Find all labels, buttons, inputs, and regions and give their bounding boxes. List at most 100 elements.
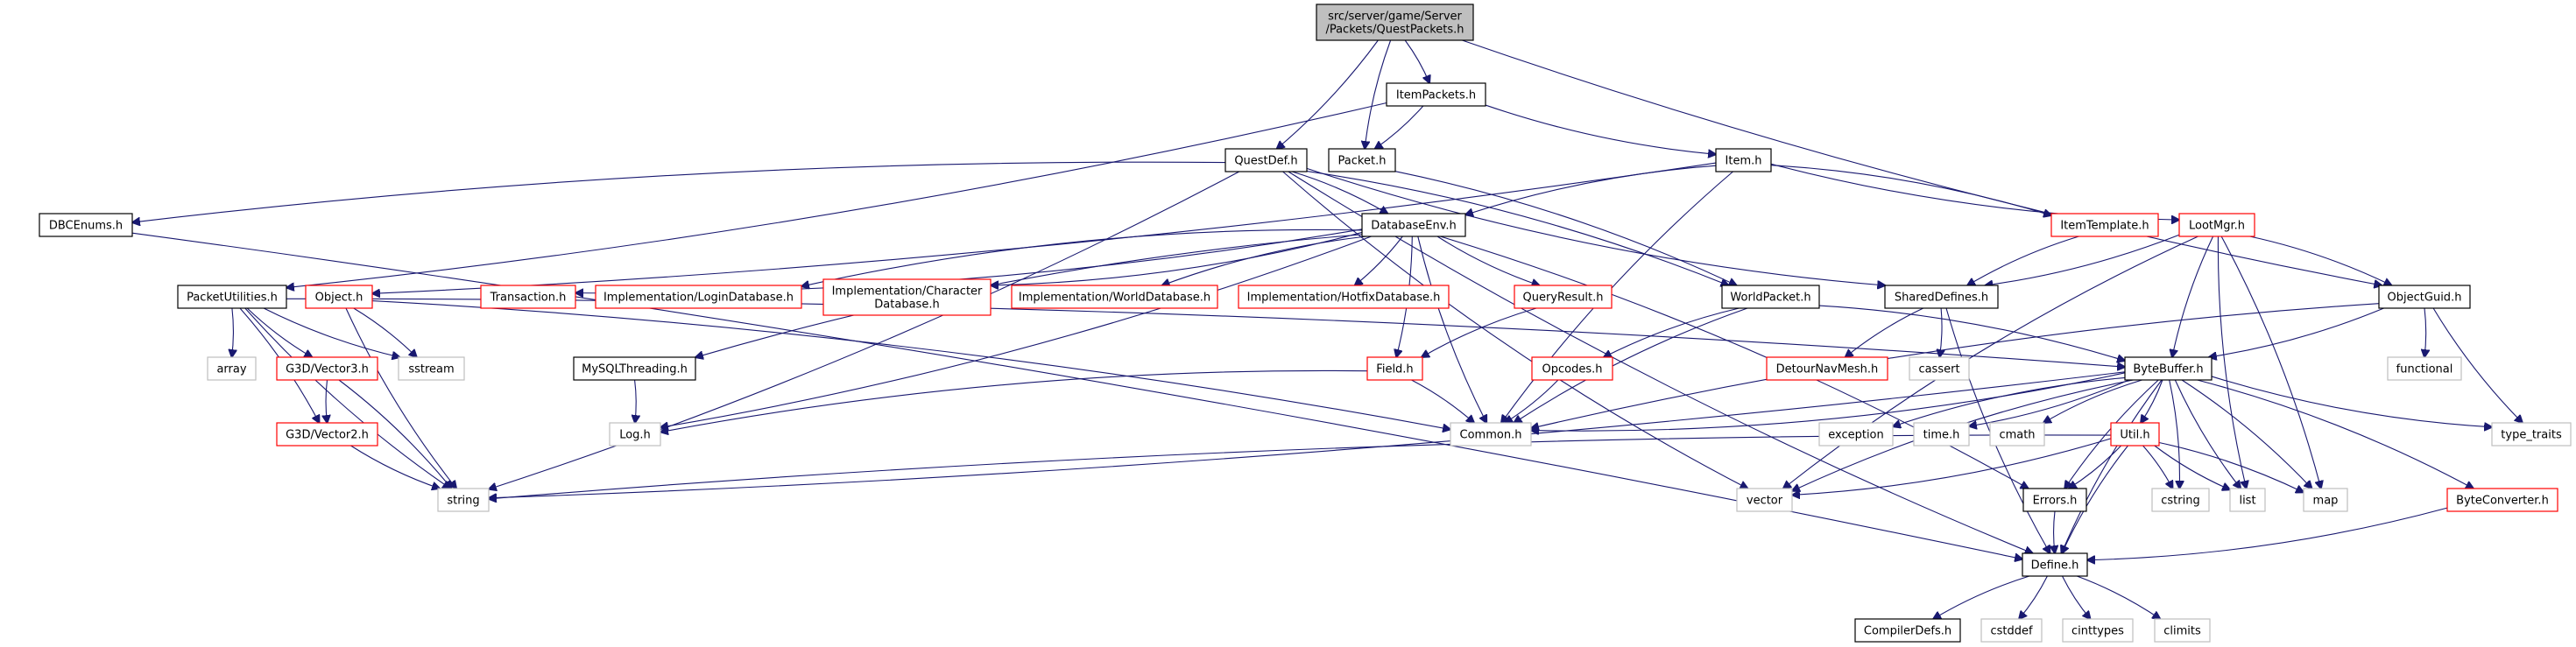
edge-objectguid-to-bytebuffer (2209, 307, 2384, 357)
node-box (2022, 488, 2087, 512)
node-mysqlthreading[interactable]: MySQLThreading.h (573, 356, 696, 381)
node-log: Log.h (609, 422, 661, 447)
node-label: cinttypes (2071, 625, 2124, 638)
node-box (595, 285, 802, 309)
edge-item-to-object (372, 162, 1717, 293)
node-array: array (207, 356, 257, 381)
node-vector3[interactable]: G3D/Vector3.h (276, 356, 378, 381)
node-box (2050, 213, 2159, 237)
node-logindatabase[interactable]: Implementation/LoginDatabase.h (595, 285, 802, 309)
node-opcodes[interactable]: Opcodes.h (1531, 356, 1613, 381)
node-box (2229, 488, 2266, 512)
edge-bytebuffer-to-common (1531, 372, 2126, 431)
edge-util-to-list (2154, 445, 2230, 489)
node-hotfixdatabase[interactable]: Implementation/HotfixDatabase.h (1238, 285, 1450, 309)
node-queryresult[interactable]: QueryResult.h (1514, 285, 1613, 309)
node-questdef[interactable]: QuestDef.h (1224, 148, 1308, 172)
node-time: time.h (1913, 422, 1970, 447)
edge-packet-to-worldpacket (1394, 171, 1737, 285)
edge-bytebuffer-to-exception (1893, 376, 2126, 426)
node-box (1238, 285, 1450, 309)
node-databaseenv[interactable]: DatabaseEnv.h (1361, 213, 1466, 237)
node-detournavmesh[interactable]: DetourNavMesh.h (1766, 356, 1888, 381)
node-label: G3D/Vector2.h (286, 429, 369, 442)
node-label: WorldPacket.h (1730, 292, 1810, 305)
node-box (2151, 488, 2210, 512)
node-vector2[interactable]: G3D/Vector2.h (276, 422, 378, 447)
node-map: map (2303, 488, 2348, 512)
edge-define-to-cinttypes (2061, 575, 2090, 619)
node-worlddatabase[interactable]: Implementation/WorldDatabase.h (1011, 285, 1218, 309)
node-box (305, 285, 373, 309)
edge-itempackets-to-item (1485, 104, 1716, 154)
node-root[interactable]: src/server/game/Server/Packets/QuestPack… (1316, 4, 1474, 41)
edge-objectguid-to-common (1531, 303, 2380, 429)
node-field[interactable]: Field.h (1366, 356, 1423, 381)
edge-worldpacket-to-common (1514, 307, 1748, 423)
node-worldpacket[interactable]: WorldPacket.h (1721, 285, 1820, 309)
node-label: cassert (1918, 363, 1959, 376)
node-compilerdefs[interactable]: CompilerDefs.h (1854, 618, 1961, 643)
node-packet[interactable]: Packet.h (1328, 148, 1396, 172)
node-shareddefines[interactable]: SharedDefines.h (1884, 285, 1999, 309)
node-box (573, 356, 696, 381)
edge-util-to-vector (1792, 438, 2112, 496)
node-label: ByteConverter.h (2456, 495, 2549, 508)
node-box (1450, 422, 1532, 447)
node-bytebuffer[interactable]: ByteBuffer.h (2124, 356, 2213, 381)
node-functional: functional (2387, 356, 2462, 381)
node-type-traits: type_traits (2491, 422, 2572, 447)
node-errors[interactable]: Errors.h (2022, 488, 2087, 512)
node-label: Opcodes.h (1542, 363, 1603, 376)
node-box (609, 422, 661, 447)
edges-layer (132, 39, 2523, 619)
node-label: Object.h (315, 292, 363, 305)
edge-shareddefines-to-cassert (1939, 307, 1942, 357)
edge-objectguid-to-functional (2424, 307, 2426, 357)
edge-databaseenv-to-worlddatabase (1162, 236, 1366, 285)
edge-lootmgr-to-map (2220, 236, 2321, 489)
node-cmath: cmath (1989, 422, 2045, 447)
node-box (1818, 422, 1894, 447)
node-cstddef: cstddef (1980, 618, 2043, 643)
node-label: list (2239, 495, 2255, 508)
edge-bytebuffer-to-type-traits (2211, 376, 2492, 427)
node-item[interactable]: Item.h (1715, 148, 1772, 172)
node-define[interactable]: Define.h (2022, 552, 2088, 577)
node-itemtemplate[interactable]: ItemTemplate.h (2050, 213, 2159, 237)
edge-define-to-climits (2077, 575, 2160, 619)
node-box (1224, 148, 1308, 172)
edge-item-to-databaseenv (1465, 165, 1717, 214)
edge-questdef-to-worldpacket (1306, 171, 1729, 285)
edge-mysqlthreading-to-log (635, 379, 637, 423)
node-box (177, 285, 287, 309)
node-transaction[interactable]: Transaction.h (480, 285, 576, 309)
edge-root-to-itempackets (1404, 39, 1429, 83)
node-label: CompilerDefs.h (1864, 625, 1951, 638)
edge-shareddefines-to-detournavmesh (1846, 307, 1924, 357)
node-label: QueryResult.h (1522, 292, 1603, 305)
node-dbcenums[interactable]: DBCEnums.h (39, 213, 133, 237)
edge-bytebuffer-to-time (1969, 379, 2129, 426)
edge-bytebuffer-to-list (2174, 379, 2241, 489)
node-byteconverter[interactable]: ByteConverter.h (2446, 488, 2558, 512)
node-label: Item.h (1726, 155, 1762, 168)
node-exception: exception (1818, 422, 1894, 447)
node-label: exception (1828, 429, 1884, 442)
node-util[interactable]: Util.h (2110, 422, 2160, 447)
node-lootmgr[interactable]: LootMgr.h (2178, 213, 2255, 237)
node-itempackets[interactable]: ItemPackets.h (1386, 82, 1486, 107)
node-vector: vector (1736, 488, 1793, 512)
node-label: Util.h (2120, 429, 2149, 442)
edge-questdef-to-vector (1282, 171, 1748, 489)
node-climits: climits (2154, 618, 2211, 643)
node-packetutilities[interactable]: PacketUtilities.h (177, 285, 287, 309)
node-box (39, 213, 133, 237)
node-box (1514, 285, 1613, 309)
edge-worldpacket-to-opcodes (1604, 307, 1740, 357)
node-label: Implementation/LoginDatabase.h (603, 292, 794, 305)
node-object[interactable]: Object.h (305, 285, 373, 309)
node-objectguid[interactable]: ObjectGuid.h (2378, 285, 2471, 309)
edge-questdef-to-string (489, 171, 1240, 489)
